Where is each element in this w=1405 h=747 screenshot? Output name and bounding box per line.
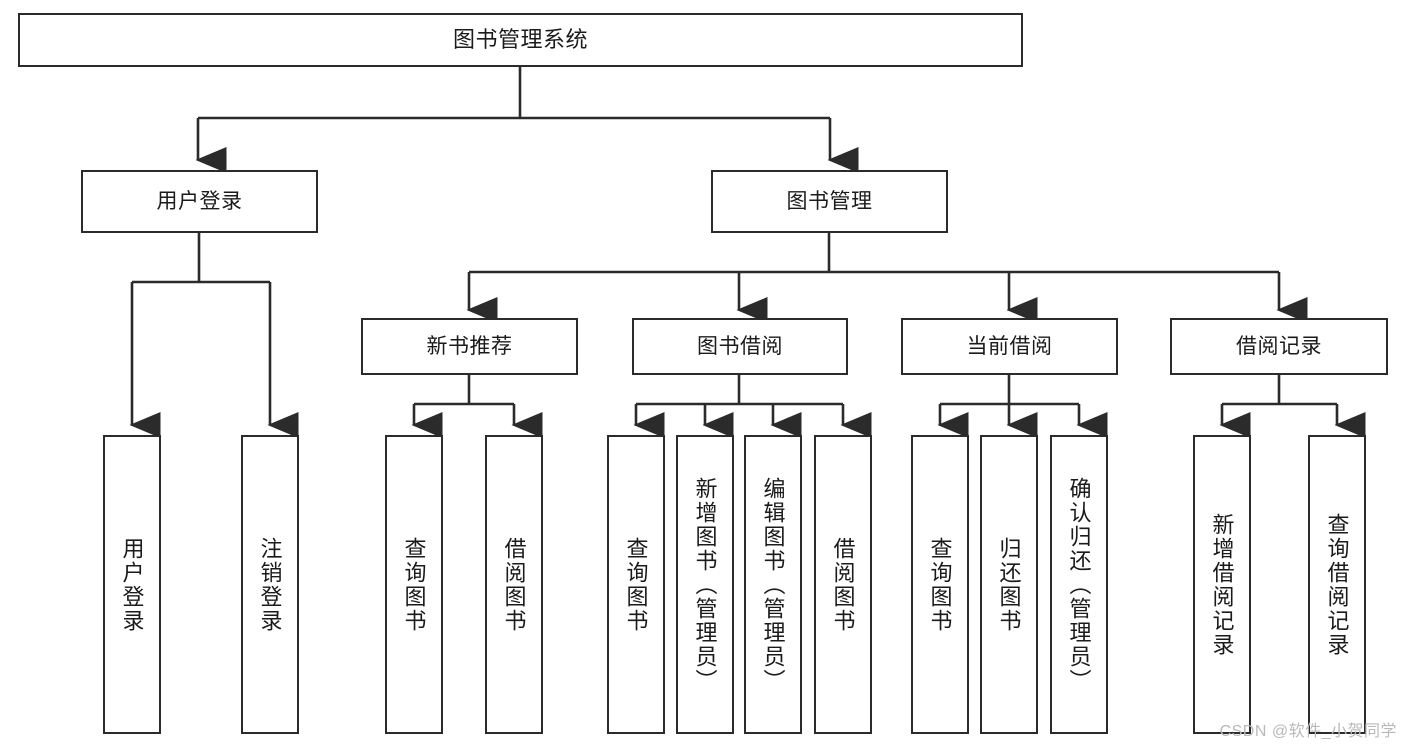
- node-label: 查询图书: [401, 536, 427, 633]
- leaf-confirm-return-admin[interactable]: 确认归还（管理员）: [1050, 435, 1108, 734]
- leaf-logout[interactable]: 注销登录: [241, 435, 299, 734]
- leaf-query-book-borrow[interactable]: 查询图书: [607, 435, 665, 734]
- node-label: 查询图书: [623, 536, 649, 633]
- node-user-login[interactable]: 用户登录: [81, 170, 318, 233]
- node-label: 借阅图书: [501, 536, 527, 633]
- leaf-return-book[interactable]: 归还图书: [980, 435, 1038, 734]
- csdn-watermark: CSDN @软件_小贺同学: [1219, 723, 1397, 740]
- node-label: 新增借阅记录: [1209, 512, 1235, 657]
- node-current-borrow[interactable]: 当前借阅: [901, 318, 1118, 375]
- node-label: 注销登录: [257, 536, 283, 633]
- node-label: 借阅记录: [1236, 334, 1322, 358]
- node-new-book-recommend[interactable]: 新书推荐: [361, 318, 578, 375]
- node-label: 新增图书（管理员）: [692, 476, 718, 693]
- leaf-add-borrow-record[interactable]: 新增借阅记录: [1193, 435, 1251, 734]
- leaf-query-book-recommend[interactable]: 查询图书: [385, 435, 443, 734]
- node-book-borrow[interactable]: 图书借阅: [632, 318, 848, 375]
- leaf-query-book-current[interactable]: 查询图书: [911, 435, 969, 734]
- node-label: 图书借阅: [697, 334, 783, 358]
- node-label: 查询借阅记录: [1324, 512, 1350, 657]
- node-borrow-record[interactable]: 借阅记录: [1170, 318, 1388, 375]
- node-label: 查询图书: [927, 536, 953, 633]
- node-label: 编辑图书（管理员）: [760, 476, 786, 693]
- node-label: 确认归还（管理员）: [1066, 476, 1092, 693]
- node-book-management[interactable]: 图书管理: [711, 170, 948, 233]
- node-label: 用户登录: [119, 536, 145, 633]
- node-label: 图书管理: [786, 189, 873, 213]
- node-root-system[interactable]: 图书管理系统: [18, 13, 1023, 67]
- leaf-borrow-book-recommend[interactable]: 借阅图书: [485, 435, 543, 734]
- node-label: 当前借阅: [966, 334, 1053, 358]
- node-label: 新书推荐: [426, 334, 513, 358]
- leaf-edit-book-admin[interactable]: 编辑图书（管理员）: [744, 435, 802, 734]
- leaf-user-login[interactable]: 用户登录: [103, 435, 161, 734]
- node-label: 归还图书: [996, 536, 1022, 633]
- leaf-query-borrow-record[interactable]: 查询借阅记录: [1308, 435, 1366, 734]
- leaf-add-book-admin[interactable]: 新增图书（管理员）: [676, 435, 734, 734]
- node-label: 图书管理系统: [452, 26, 588, 52]
- node-label: 借阅图书: [830, 536, 856, 633]
- leaf-borrow-book[interactable]: 借阅图书: [814, 435, 872, 734]
- node-label: 用户登录: [156, 189, 243, 213]
